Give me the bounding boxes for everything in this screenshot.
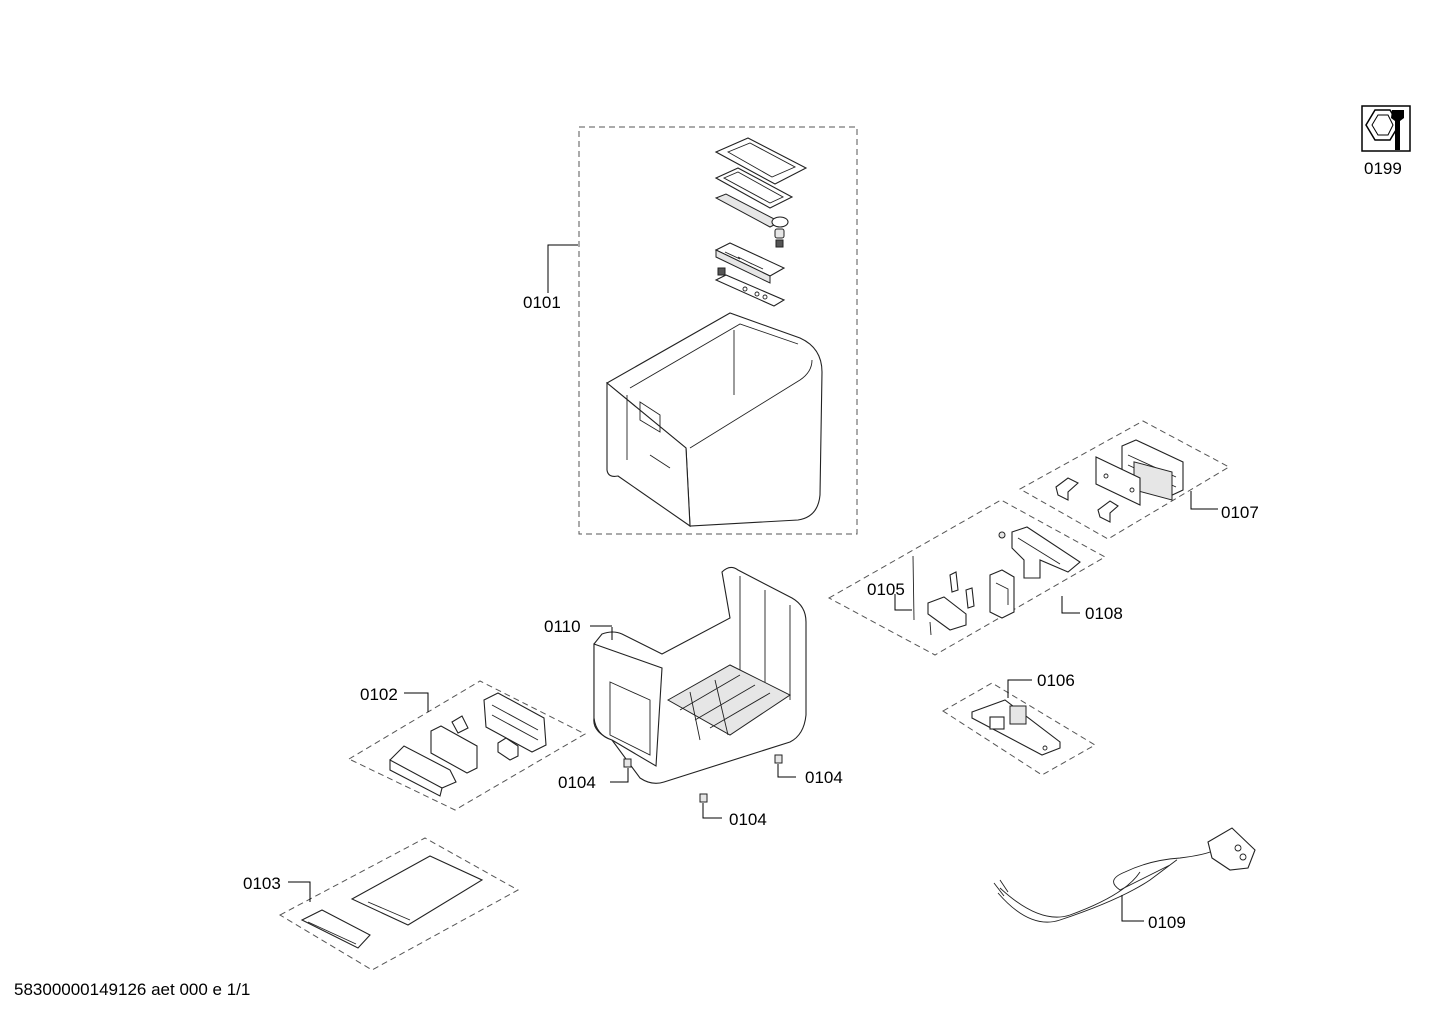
callout-0106: 0106 <box>1037 671 1075 690</box>
service-icon-label: 0199 <box>1364 159 1402 178</box>
part-group-0108[interactable] <box>827 499 1107 656</box>
callout-0102: 0102 <box>360 685 398 704</box>
part-group-0110[interactable] <box>593 566 807 784</box>
callout-0104-left: 0104 <box>558 773 596 792</box>
callout-0104-right: 0104 <box>805 768 843 787</box>
callout-0104-bottom: 0104 <box>729 810 767 829</box>
part-group-0107[interactable] <box>1018 420 1231 540</box>
part-group-0106[interactable] <box>942 679 1096 776</box>
callout-0103: 0103 <box>243 874 281 893</box>
part-group-0101[interactable] <box>578 126 858 535</box>
callout-0107: 0107 <box>1221 503 1259 522</box>
callout-0109: 0109 <box>1148 913 1186 932</box>
callout-0105: 0105 <box>867 580 905 599</box>
part-group-0104[interactable] <box>610 754 796 819</box>
callout-labels: 0101 0102 0103 0104 0104 0104 0105 0106 … <box>243 244 1259 932</box>
callout-0101: 0101 <box>523 293 561 312</box>
document-id: 58300000149126 aet 000 e 1/1 <box>14 980 251 999</box>
part-group-0109[interactable] <box>993 827 1256 923</box>
part-group-0102[interactable] <box>347 680 587 811</box>
callout-0108: 0108 <box>1085 604 1123 623</box>
callout-0110: 0110 <box>544 617 581 636</box>
service-icon-group: 0199 <box>1361 105 1411 178</box>
part-group-0103[interactable] <box>278 837 520 971</box>
